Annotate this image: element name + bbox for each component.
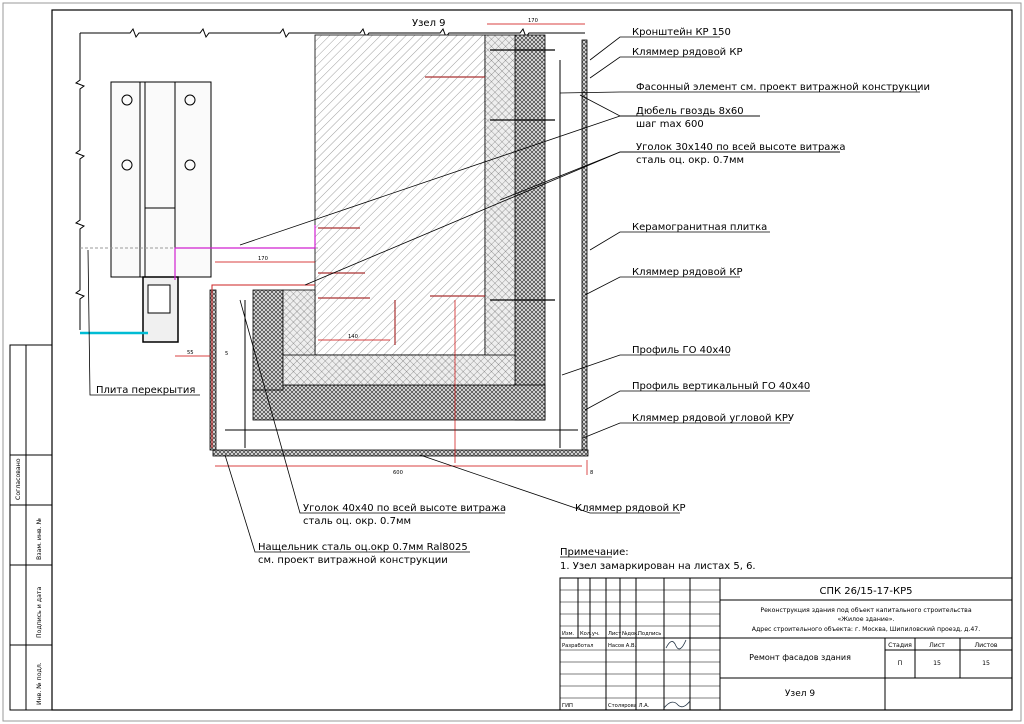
tb-name-developer: Насов А.В. (608, 643, 637, 649)
project-line-1: Реконструкция здания под объект капиталь… (760, 606, 971, 614)
dim-gap: 5 (225, 351, 228, 357)
callout-angle-30-steel: сталь оц. окр. 0.7мм (636, 155, 744, 166)
tb-header-sign: Подпись (638, 631, 661, 637)
project-line-2: «Жилое здание». (838, 616, 895, 623)
concrete-wall (314, 34, 486, 356)
stage-label: Стадия (888, 642, 912, 649)
callout-flashing-ref: см. проект витражной конструкции (258, 555, 448, 566)
doc-code: СПК 26/15-17-КР5 (819, 586, 912, 597)
callout-angle-30: Уголок 30х140 по всей высоте витража (636, 142, 846, 153)
callout-clip-1: Кляммер рядовой КР (632, 47, 743, 58)
callout-bracket: Кронштейн КР 150 (632, 27, 731, 38)
stamp-agreed: Согласовано (15, 458, 22, 500)
dim-bottom: 600 (393, 470, 403, 476)
callout-dowel-step: шаг max 600 (636, 119, 704, 130)
callout-dowel: Дюбель гвоздь 8х60 (636, 106, 744, 117)
dim-mid: 170 (258, 256, 268, 262)
callout-profile-vertical: Профиль вертикальный ГО 40х40 (632, 381, 810, 392)
signature-gip (663, 700, 691, 709)
stage-value: П (898, 660, 903, 667)
node-title: Узел 9 (412, 18, 446, 29)
sheets-label: Листов (974, 642, 997, 649)
project-line-3: Адрес строительного объекта: г. Москва, … (752, 625, 980, 633)
dim-left: 55 (187, 350, 194, 356)
dim-tile: 8 (590, 470, 593, 476)
insulation-bottom-inner (282, 354, 516, 386)
break-line-top (80, 27, 585, 39)
note-text: 1. Узел замаркирован на листах 5, 6. (560, 561, 756, 572)
dimension-lines (175, 23, 588, 475)
side-stamp: Согласовано Взам. инв. № Подпись и дата … (9, 344, 53, 711)
insulation-bottom-outer (252, 384, 546, 421)
window-frame (110, 81, 212, 343)
sheet-value: 15 (933, 660, 941, 667)
tb-header-doc: №док. (622, 631, 639, 637)
tb-role-gip: ГИП (562, 703, 573, 709)
break-line-left (74, 33, 86, 330)
tb-header-sheet: Лист (608, 631, 621, 637)
insulation-right-outer (514, 34, 546, 421)
callout-angle-40: Уголок 40х40 по всей высоте витража (303, 503, 506, 514)
callout-clip-2: Кляммер рядовой КР (632, 267, 743, 278)
sheets-value: 15 (982, 660, 990, 667)
callout-shaped-element: Фасонный элемент см. проект витражной ко… (636, 82, 930, 93)
tb-header-count: Кол.уч. (580, 631, 600, 637)
sheet-label: Лист (929, 642, 945, 649)
flashing-red (211, 284, 315, 448)
callout-clip-3: Кляммер рядовой КР (575, 503, 686, 514)
stamp-replace-inv: Взам. инв. № (36, 518, 43, 560)
tb-name-gip: Столярова Л.А. (608, 703, 650, 709)
dim-top: 170 (528, 18, 538, 24)
ceramic-tile-right (581, 39, 588, 451)
tb-role-developer: Разработал (562, 643, 593, 649)
note-title: Примечание: (560, 547, 629, 558)
ceramic-tile-left (209, 289, 217, 451)
node-name: Узел 9 (785, 689, 815, 699)
stamp-sign-date: Подпись и дата (36, 587, 43, 638)
callout-angle-40-steel: сталь оц. окр. 0.7мм (303, 516, 411, 527)
stamp-inv-orig: Инв. № подл. (36, 662, 43, 705)
insulation-right-inner (484, 34, 516, 386)
sheet-title: Ремонт фасадов здания (749, 653, 851, 662)
callout-clip-corner: Кляммер рядовой угловой КРУ (632, 413, 794, 424)
ceramic-tile-bottom (212, 449, 589, 457)
signature-developer (665, 639, 687, 650)
callout-tile: Керамогранитная плитка (632, 222, 767, 233)
dowels (318, 49, 555, 345)
callout-profile-go: Профиль ГО 40х40 (632, 345, 731, 356)
callout-slab: Плита перекрытия (96, 385, 195, 396)
callout-flashing: Нащельник сталь оц.окр 0.7мм Ral8025 (258, 542, 468, 553)
tb-header-change: Изм. (562, 631, 575, 637)
title-block (559, 577, 1013, 711)
insulation-left-outer (252, 289, 284, 391)
shaped-element-magenta (174, 225, 316, 280)
dim-inner: 140 (348, 334, 358, 340)
leader-lines (87, 36, 920, 553)
